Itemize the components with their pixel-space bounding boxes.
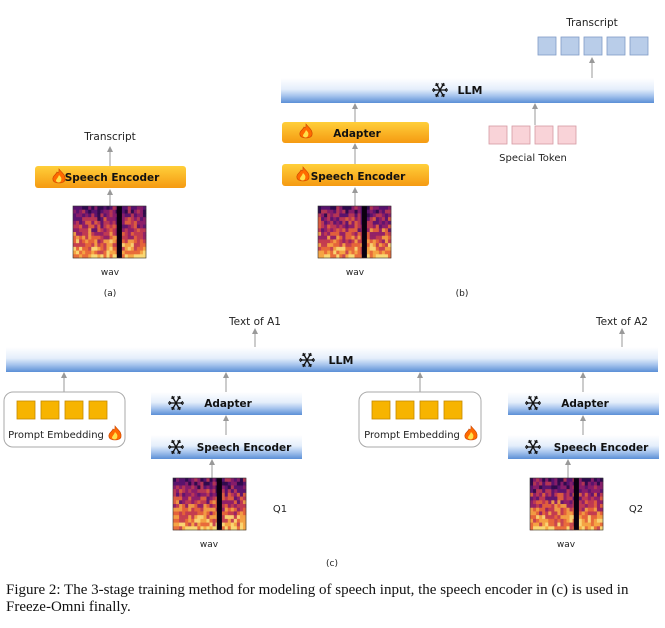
snowflake-icon xyxy=(525,395,541,411)
panel-a-transcript-label: Transcript xyxy=(83,131,136,143)
adapter-block-c2: Adapter xyxy=(508,392,659,415)
prompt-token xyxy=(419,400,439,420)
snowflake-icon xyxy=(168,439,184,455)
panel-b: Transcript LLM Adapter Special Token xyxy=(281,17,654,299)
special-token-label: Special Token xyxy=(499,153,567,164)
speech-encoder-block-c1: Speech Encoder xyxy=(151,435,302,459)
special-token xyxy=(488,125,508,145)
output-token-row xyxy=(537,36,649,56)
prompt-token xyxy=(371,400,391,420)
prompt-token xyxy=(88,400,108,420)
speech-encoder-label-c2: Speech Encoder xyxy=(554,442,649,454)
output-token xyxy=(560,36,580,56)
spectrogram-image xyxy=(172,477,247,531)
special-token xyxy=(557,125,577,145)
speech-encoder-block-c2: Speech Encoder xyxy=(508,435,659,459)
prompt-token xyxy=(40,400,60,420)
snowflake-icon xyxy=(168,395,184,411)
wav-label-c1: wav xyxy=(200,540,219,550)
speech-encoder-label-b: Speech Encoder xyxy=(311,171,406,183)
speech-encoder-block-a: Speech Encoder xyxy=(35,166,186,188)
speech-encoder-label-a: Speech Encoder xyxy=(65,172,160,184)
fire-icon xyxy=(52,168,66,184)
llm-block-b: LLM xyxy=(281,78,654,103)
adapter-label-b: Adapter xyxy=(333,128,381,140)
adapter-block-b: Adapter xyxy=(282,122,429,143)
prompt-embedding-label-1: Prompt Embedding xyxy=(8,430,104,441)
panel-c: Text of A1 Text of A2 LLM Prompt Embeddi… xyxy=(3,316,659,569)
q2-label: Q2 xyxy=(629,504,643,515)
spectrogram-image xyxy=(529,477,604,531)
panel-a-tag: (a) xyxy=(104,289,117,299)
speech-encoder-label-c1: Speech Encoder xyxy=(197,442,292,454)
prompt-token xyxy=(443,400,463,420)
wav-label-b: wav xyxy=(346,268,365,278)
panel-b-tag: (b) xyxy=(456,289,469,299)
output-token xyxy=(629,36,649,56)
snowflake-icon xyxy=(432,82,448,98)
adapter-label-c2: Adapter xyxy=(561,398,609,410)
special-token-row xyxy=(488,125,577,145)
snowflake-icon xyxy=(299,352,315,368)
prompt-embedding-box-2: Prompt Embedding xyxy=(358,391,482,448)
prompt-token xyxy=(64,400,84,420)
spectrogram-image xyxy=(317,205,392,259)
fire-icon xyxy=(299,123,313,139)
wav-label-a: wav xyxy=(101,268,120,278)
text-of-a2-label: Text of A2 xyxy=(595,316,648,328)
snowflake-icon xyxy=(525,439,541,455)
panel-a: Transcript Speech Encoder wav (a) xyxy=(35,131,186,299)
special-token xyxy=(534,125,554,145)
output-token xyxy=(537,36,557,56)
panel-c-tag: (c) xyxy=(326,559,338,569)
q1-label: Q1 xyxy=(273,504,287,515)
special-token xyxy=(511,125,531,145)
spectrogram-image xyxy=(72,205,147,259)
fire-icon xyxy=(108,425,122,441)
output-token xyxy=(583,36,603,56)
wav-label-c2: wav xyxy=(557,540,576,550)
llm-label-c: LLM xyxy=(329,354,354,367)
figure-caption: Figure 2: The 3-stage training method fo… xyxy=(6,582,629,615)
prompt-token xyxy=(395,400,415,420)
panel-b-transcript-label: Transcript xyxy=(565,17,618,29)
prompt-token xyxy=(16,400,36,420)
text-of-a1-label: Text of A1 xyxy=(228,316,281,328)
output-token xyxy=(606,36,626,56)
speech-encoder-block-b: Speech Encoder xyxy=(282,164,429,186)
adapter-label-c1: Adapter xyxy=(204,398,252,410)
prompt-embedding-box-1: Prompt Embedding xyxy=(3,391,126,448)
fire-icon xyxy=(296,166,310,182)
prompt-token-row xyxy=(371,400,463,420)
llm-label-b: LLM xyxy=(458,84,483,97)
prompt-token-row xyxy=(16,400,108,420)
llm-block-c: LLM xyxy=(6,347,658,372)
fire-icon xyxy=(464,425,478,441)
prompt-embedding-label-2: Prompt Embedding xyxy=(364,430,460,441)
adapter-block-c1: Adapter xyxy=(151,392,302,415)
